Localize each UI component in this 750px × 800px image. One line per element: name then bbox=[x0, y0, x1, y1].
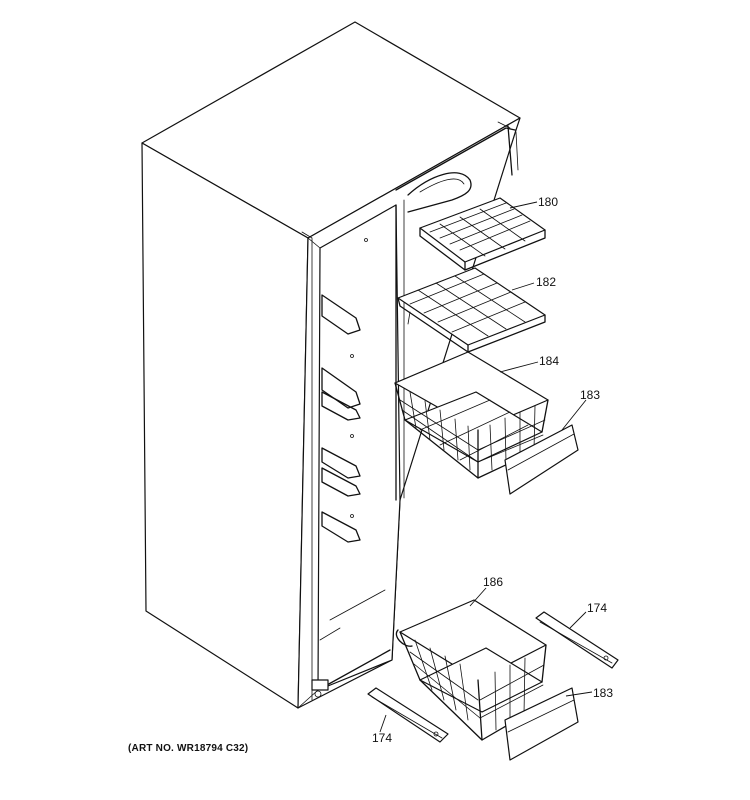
wire-basket-186 bbox=[395, 599, 547, 741]
callout-182: 182 bbox=[536, 275, 556, 289]
art-number: (ART NO. WR18794 C32) bbox=[128, 743, 249, 754]
callout-174-left: 174 bbox=[372, 731, 392, 745]
slide-rail-174-right bbox=[535, 611, 619, 669]
leader-lines bbox=[379, 201, 593, 733]
wire-basket-184 bbox=[394, 351, 549, 479]
callout-183-top: 183 bbox=[580, 388, 600, 402]
slide-rail-174-left bbox=[367, 687, 449, 743]
callout-174-right: 174 bbox=[587, 601, 607, 615]
shelf-supports bbox=[321, 238, 368, 543]
callout-180: 180 bbox=[538, 195, 558, 209]
basket-front-183-bottom bbox=[504, 687, 579, 761]
wire-shelf-180 bbox=[419, 197, 546, 271]
callout-186: 186 bbox=[483, 575, 503, 589]
callout-183-bottom: 183 bbox=[593, 686, 613, 700]
wire-shelf-182 bbox=[397, 267, 546, 353]
basket-front-183-top bbox=[504, 424, 579, 495]
callout-184: 184 bbox=[539, 354, 559, 368]
